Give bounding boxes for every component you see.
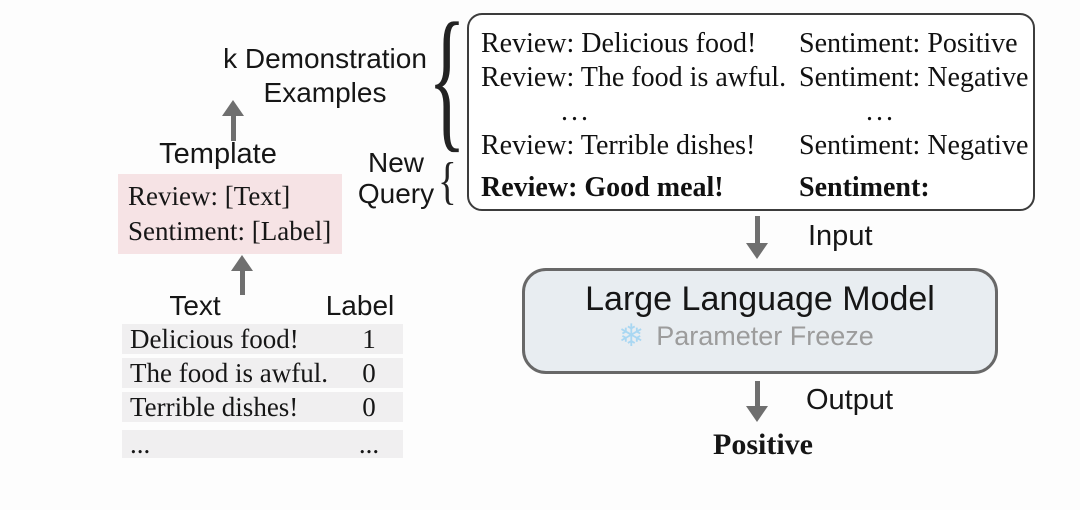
table-cell-text: ... xyxy=(130,428,151,459)
prompt-sentiment: Sentiment: Negative xyxy=(799,62,1029,93)
table-cell-text: The food is awful. xyxy=(130,357,328,388)
table-cell-text: Delicious food! xyxy=(130,323,299,354)
parameter-freeze-label: Parameter Freeze xyxy=(656,321,874,351)
prompt-review: ... xyxy=(561,96,591,127)
prompt-review: Review: Good meal! xyxy=(481,172,724,203)
new-query-label: New Query xyxy=(350,147,442,209)
k-demonstration-line1: k Demonstration xyxy=(223,43,427,74)
prompt-sentiment: Sentiment: Negative xyxy=(799,130,1029,161)
prompt-box: Review: Delicious food! Sentiment: Posit… xyxy=(467,13,1035,211)
prompt-sentiment: ... xyxy=(866,96,896,127)
table-cell-label: 1 xyxy=(362,323,376,354)
k-demonstration-line2: Examples xyxy=(263,77,387,108)
table-row: Terrible dishes! 0 xyxy=(122,392,403,422)
k-demonstration-label: k Demonstration Examples xyxy=(205,42,445,110)
template-box: Review: [Text] Sentiment: [Label] xyxy=(118,174,342,254)
prompt-row-new-query: Review: Good meal! Sentiment: xyxy=(469,171,1033,205)
demonstrations-brace: { xyxy=(428,0,466,166)
prompt-sentiment: Sentiment: Positive xyxy=(799,28,1018,59)
arrow-stem xyxy=(230,116,236,141)
prompt-row-ellipsis: ... ... xyxy=(469,95,1033,129)
llm-subtitle-row: ❄ Parameter Freeze xyxy=(618,321,874,352)
llm-title: Large Language Model xyxy=(585,280,935,318)
input-label: Input xyxy=(808,220,873,252)
table-header-label: Label xyxy=(325,290,395,321)
table-row: ... ... xyxy=(122,428,403,459)
prompt-row: Review: The food is awful. Sentiment: Ne… xyxy=(469,61,1033,95)
prompt-review: Review: Terrible dishes! xyxy=(481,130,756,161)
new-query-brace: { xyxy=(438,153,457,210)
arrow-head-icon xyxy=(222,100,244,116)
arrow-stem xyxy=(239,271,245,295)
llm-box: Large Language Model ❄ Parameter Freeze xyxy=(522,268,998,374)
snowflake-icon: ❄ xyxy=(618,318,645,354)
arrow-stem xyxy=(754,381,760,406)
arrow-down-input xyxy=(746,216,768,259)
arrow-head-icon xyxy=(231,255,253,271)
arrow-down-output xyxy=(746,381,768,422)
table-row: The food is awful. 0 xyxy=(122,358,403,388)
prompt-review: Review: The food is awful. xyxy=(481,62,787,93)
arrow-up-table-to-template xyxy=(231,255,253,295)
prompt-row: Review: Delicious food! Sentiment: Posit… xyxy=(469,27,1033,61)
arrow-up-template-to-demos xyxy=(222,100,244,141)
output-label: Output xyxy=(806,384,894,416)
table-cell-text: Terrible dishes! xyxy=(130,391,299,422)
prompt-review: Review: Delicious food! xyxy=(481,28,757,59)
table-cell-label: ... xyxy=(358,428,380,459)
table-cell-label: 0 xyxy=(362,391,376,422)
table-header-text: Text xyxy=(169,290,221,321)
table-cell-label: 0 xyxy=(362,357,376,388)
arrow-head-icon xyxy=(746,406,768,422)
template-review-line: Review: [Text] xyxy=(128,181,291,211)
new-query-line1: New xyxy=(367,147,424,178)
template-sentiment-line: Sentiment: [Label] xyxy=(128,216,332,246)
table-row: Delicious food! 1 xyxy=(122,324,403,354)
arrow-head-icon xyxy=(746,243,768,259)
prompt-row: Review: Terrible dishes! Sentiment: Nega… xyxy=(469,129,1033,163)
prompt-sentiment: Sentiment: xyxy=(799,172,930,203)
template-label: Template xyxy=(159,138,277,170)
result-text: Positive xyxy=(713,428,813,461)
arrow-stem xyxy=(754,216,760,243)
new-query-line2: Query xyxy=(357,178,435,209)
